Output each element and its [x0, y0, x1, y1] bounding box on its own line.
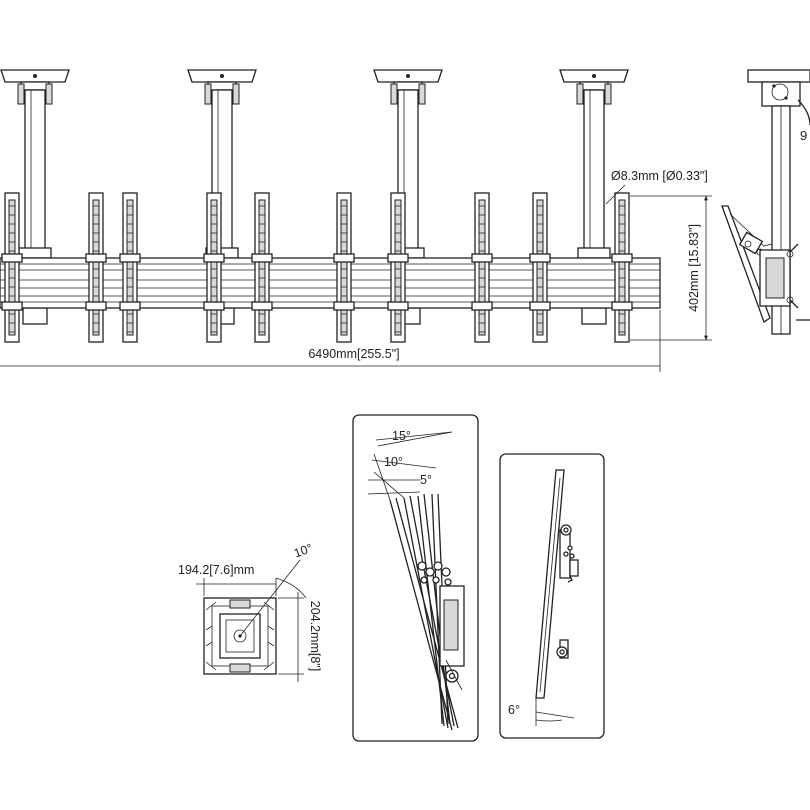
height-dimension: 402mm [15.83"]: [630, 195, 712, 341]
ceiling-pole: [373, 69, 443, 325]
width-label: 6490mm[255.5"]: [308, 347, 399, 361]
vertical-bracket: [387, 192, 409, 343]
front-view: 6490mm[255.5"] 402mm [15.83"] Ø8.3mm [Ø0…: [0, 69, 712, 372]
tube-callout: Ø8.3mm [Ø0.33"]: [605, 169, 708, 205]
ceiling-pole: [559, 69, 629, 325]
tilt-10-label: 10°: [384, 455, 403, 469]
vertical-brackets: [1, 192, 633, 343]
vertical-bracket: [333, 192, 355, 343]
tilt-panel: 15° 10° 5°: [352, 414, 479, 742]
side-view: 9: [721, 69, 810, 335]
height-label: 402mm [15.83"]: [687, 224, 701, 312]
plate-angle-label: 10°: [292, 541, 315, 561]
vertical-bracket: [203, 192, 225, 343]
slim-tilt-panel: 6°: [499, 453, 605, 739]
vertical-bracket: [471, 192, 493, 343]
horizontal-rails: [0, 257, 661, 309]
plate-height-label: 204.2mm[8"]: [308, 601, 322, 671]
vertical-bracket: [1, 192, 23, 343]
width-dimension: 6490mm[255.5"]: [0, 310, 661, 372]
plate-view: 194.2[7.6]mm 204.2mm[8"] 10°: [178, 541, 322, 682]
vertical-bracket: [611, 192, 633, 343]
vertical-bracket: [529, 192, 551, 343]
side-angle-label: 9: [800, 128, 807, 143]
slim-angle-label: 6°: [508, 703, 520, 717]
tube-label: Ø8.3mm [Ø0.33"]: [611, 169, 708, 183]
tilt-15-label: 15°: [392, 429, 411, 443]
ceiling-poles: [0, 69, 629, 325]
plate-width-label: 194.2[7.6]mm: [178, 563, 254, 577]
vertical-bracket: [251, 192, 273, 343]
tilt-5-label: 5°: [420, 473, 432, 487]
vertical-bracket: [85, 192, 107, 343]
vertical-bracket: [119, 192, 141, 343]
